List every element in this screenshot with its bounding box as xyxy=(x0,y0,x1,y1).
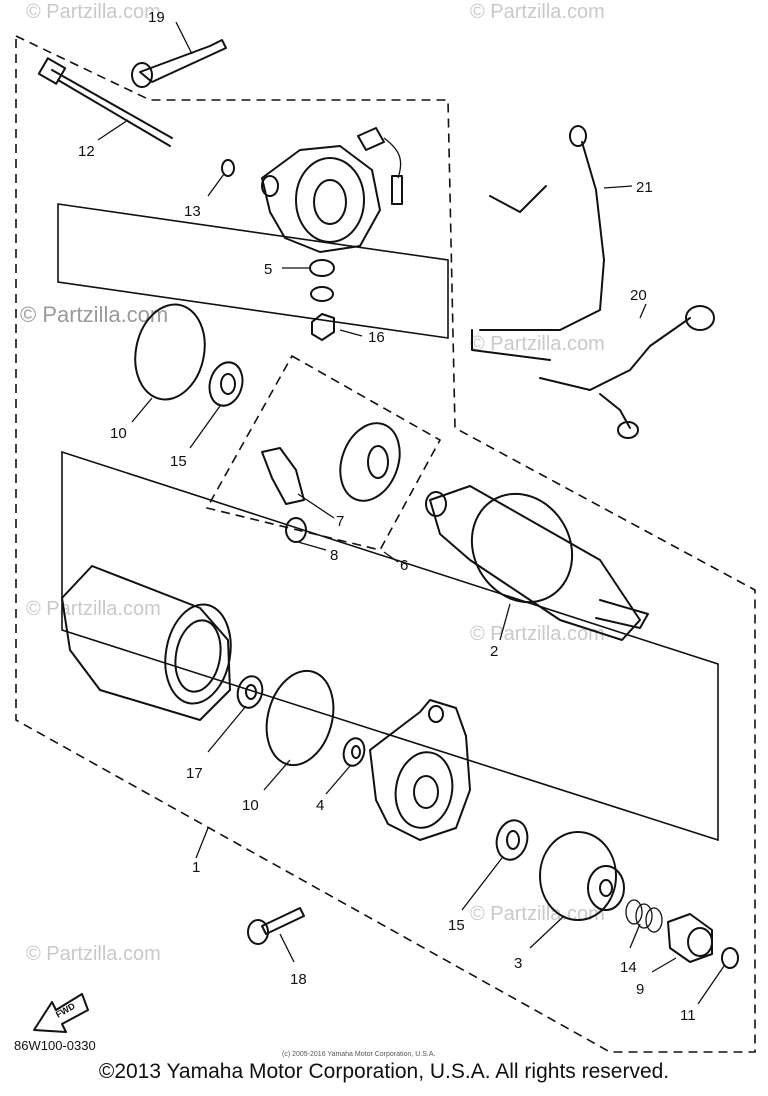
watermarks: © Partzilla.com © Partzilla.com © Partzi… xyxy=(20,1,605,965)
fwd-arrow-icon: FWD xyxy=(33,993,89,1033)
part-4-bearing xyxy=(342,737,366,767)
panel-yoke xyxy=(61,450,719,842)
callout-5: 5 xyxy=(264,261,272,278)
callout-17: 17 xyxy=(186,765,203,782)
part-20-cable xyxy=(471,305,715,439)
part-19-bolt xyxy=(131,39,227,88)
part-12-thru-bolt xyxy=(37,57,173,147)
callout-1: 1 xyxy=(192,859,200,876)
callout-8: 8 xyxy=(330,547,338,564)
part-14-spring xyxy=(625,899,663,933)
part-5-nut xyxy=(309,259,335,302)
part-15-washer-lower xyxy=(495,819,529,861)
part-9-stopper xyxy=(667,913,713,963)
callout-18: 18 xyxy=(290,971,307,988)
callout-15-upper: 15 xyxy=(170,453,187,470)
watermark: © Partzilla.com xyxy=(470,1,605,23)
callout-10-lower: 10 xyxy=(242,797,259,814)
watermark: © Partzilla.com xyxy=(26,943,161,965)
part-8-spring xyxy=(285,517,307,543)
yoke-motor-body xyxy=(61,565,232,721)
part-10-o-ring-upper xyxy=(134,303,206,401)
part-11-circlip xyxy=(721,947,739,969)
watermark: © Partzilla.com xyxy=(470,623,605,645)
rear-cover xyxy=(369,699,471,841)
watermark: © Partzilla.com xyxy=(470,903,605,925)
leader-lines xyxy=(97,21,725,1005)
callout-10-upper: 10 xyxy=(110,425,127,442)
callout-14: 14 xyxy=(620,959,637,976)
part-18-bolt xyxy=(247,907,305,945)
callout-16: 16 xyxy=(368,329,385,346)
copyright-notice: ©2013 Yamaha Motor Corporation, U.S.A. A… xyxy=(98,1060,670,1083)
diagram-code: 86W100-0330 xyxy=(14,1038,96,1053)
part-16-nut xyxy=(311,313,335,341)
callouts: 19 12 13 5 16 10 15 7 8 6 21 20 2 17 10 … xyxy=(78,9,696,1024)
watermark-big: © Partzilla.com xyxy=(20,302,168,327)
callout-7: 7 xyxy=(336,513,344,530)
part-3-starter-clutch xyxy=(539,831,625,921)
callout-19: 19 xyxy=(148,9,165,26)
callout-3: 3 xyxy=(514,955,522,972)
watermark: © Partzilla.com xyxy=(470,333,605,355)
watermark: © Partzilla.com xyxy=(26,598,161,620)
callout-12: 12 xyxy=(78,143,95,160)
callout-21: 21 xyxy=(636,179,653,196)
callout-20: 20 xyxy=(630,287,647,304)
callout-15-lower: 15 xyxy=(448,917,465,934)
small-copyright: (c) 2005-2016 Yamaha Motor Corporation, … xyxy=(282,1051,435,1058)
front-cover-housing xyxy=(261,127,403,253)
assembly-outline xyxy=(15,34,756,1053)
callout-2: 2 xyxy=(490,643,498,660)
panel-front-cover xyxy=(57,203,449,339)
callout-6: 6 xyxy=(400,557,408,574)
brush-set-outline xyxy=(205,354,442,551)
part-2-armature xyxy=(425,485,649,641)
callout-11: 11 xyxy=(680,1007,696,1024)
part-7-brush-holder xyxy=(261,422,401,505)
part-17-washer xyxy=(236,675,264,709)
part-13-o-ring xyxy=(221,159,235,177)
callout-13: 13 xyxy=(184,203,201,220)
watermark: © Partzilla.com xyxy=(26,1,161,23)
part-10-o-ring-lower xyxy=(265,669,335,767)
callout-4: 4 xyxy=(316,797,324,814)
callout-9: 9 xyxy=(636,981,644,998)
part-21-lead-wire xyxy=(479,125,605,331)
part-15-washer-upper xyxy=(208,361,244,407)
